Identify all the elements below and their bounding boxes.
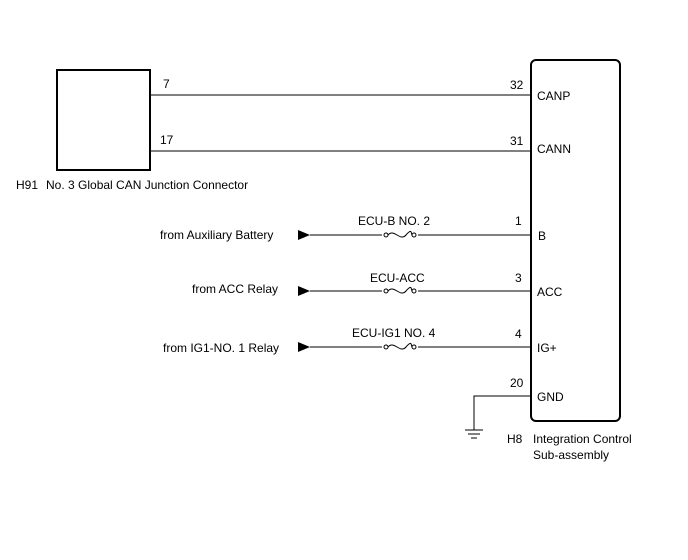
ecu-pin-acc: 3	[515, 271, 522, 285]
junction-connector-code: H91	[16, 178, 38, 192]
fuse-icon	[382, 342, 418, 352]
power-source-aux-battery: from Auxiliary Battery	[160, 228, 273, 242]
ecu-box	[530, 59, 621, 422]
ecu-name-line1: Integration Control	[533, 432, 632, 446]
fuse-label-ecu-ig1: ECU-IG1 NO. 4	[352, 326, 436, 340]
arrow-right-icon	[298, 286, 310, 296]
fuse-label-ecu-b: ECU-B NO. 2	[358, 214, 430, 228]
ecu-pin-gnd: 20	[510, 376, 524, 390]
ecu-pin-ig: 4	[515, 327, 522, 341]
power-source-acc-relay: from ACC Relay	[192, 282, 278, 296]
ecu-code: H8	[507, 432, 523, 446]
fuse-icon	[382, 230, 418, 240]
ecu-pin-cann: 31	[510, 134, 524, 148]
power-source-ig1-relay: from IG1-NO. 1 Relay	[163, 341, 279, 355]
ecu-terminal-ig: IG+	[537, 341, 557, 355]
ecu-terminal-cann: CANN	[537, 142, 571, 156]
junction-connector-box	[56, 69, 151, 171]
junction-connector-name: No. 3 Global CAN Junction Connector	[46, 178, 248, 192]
ecu-terminal-canp: CANP	[537, 89, 570, 103]
arrow-right-icon	[298, 342, 310, 352]
ecu-pin-canp: 32	[510, 78, 524, 92]
ecu-pin-b: 1	[515, 214, 522, 228]
ecu-terminal-acc: ACC	[537, 285, 563, 299]
junction-pin-cann: 17	[160, 133, 174, 147]
ground-icon	[465, 429, 483, 439]
ecu-name-line2: Sub-assembly	[533, 448, 609, 462]
ecu-terminal-gnd: GND	[537, 390, 564, 404]
fuse-icon	[382, 286, 418, 296]
junction-pin-canp: 7	[163, 77, 170, 91]
ground-wire	[473, 395, 531, 430]
fuse-label-ecu-acc: ECU-ACC	[370, 271, 425, 285]
arrow-right-icon	[298, 230, 310, 240]
ecu-terminal-b: B	[538, 229, 546, 243]
